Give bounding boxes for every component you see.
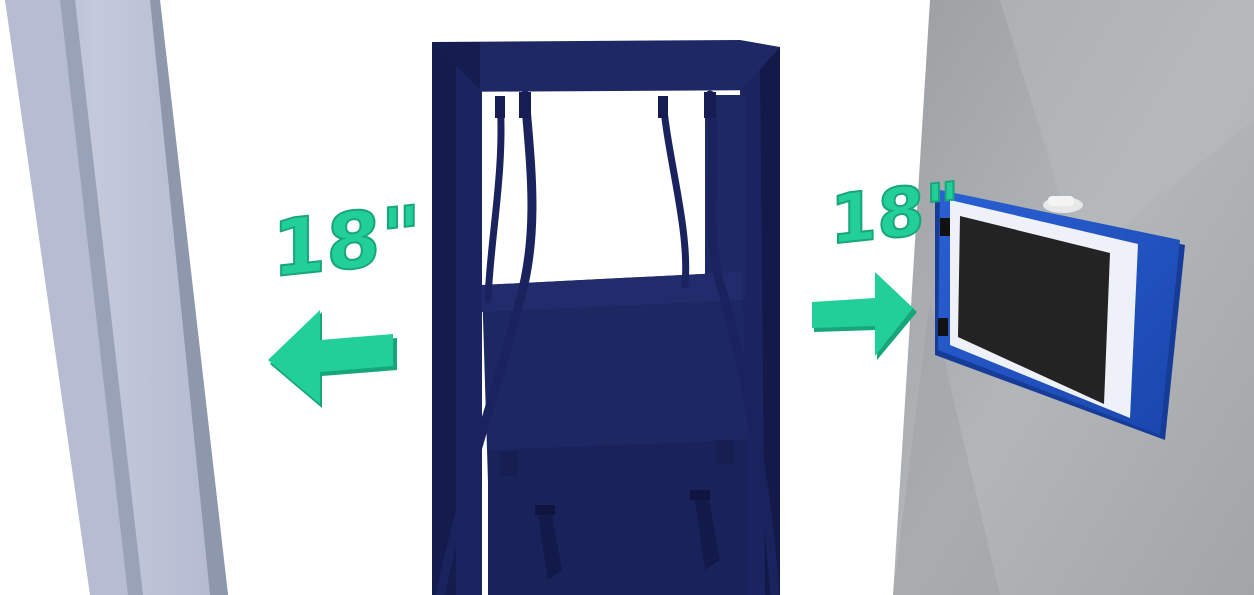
right-arrow-icon — [812, 272, 917, 360]
left-clearance-label: 18" — [272, 189, 421, 295]
left-pillar — [5, 0, 228, 595]
right-clearance-label: 18" — [830, 168, 960, 260]
left-arrow-icon — [268, 310, 397, 408]
ev-charger — [432, 40, 780, 595]
